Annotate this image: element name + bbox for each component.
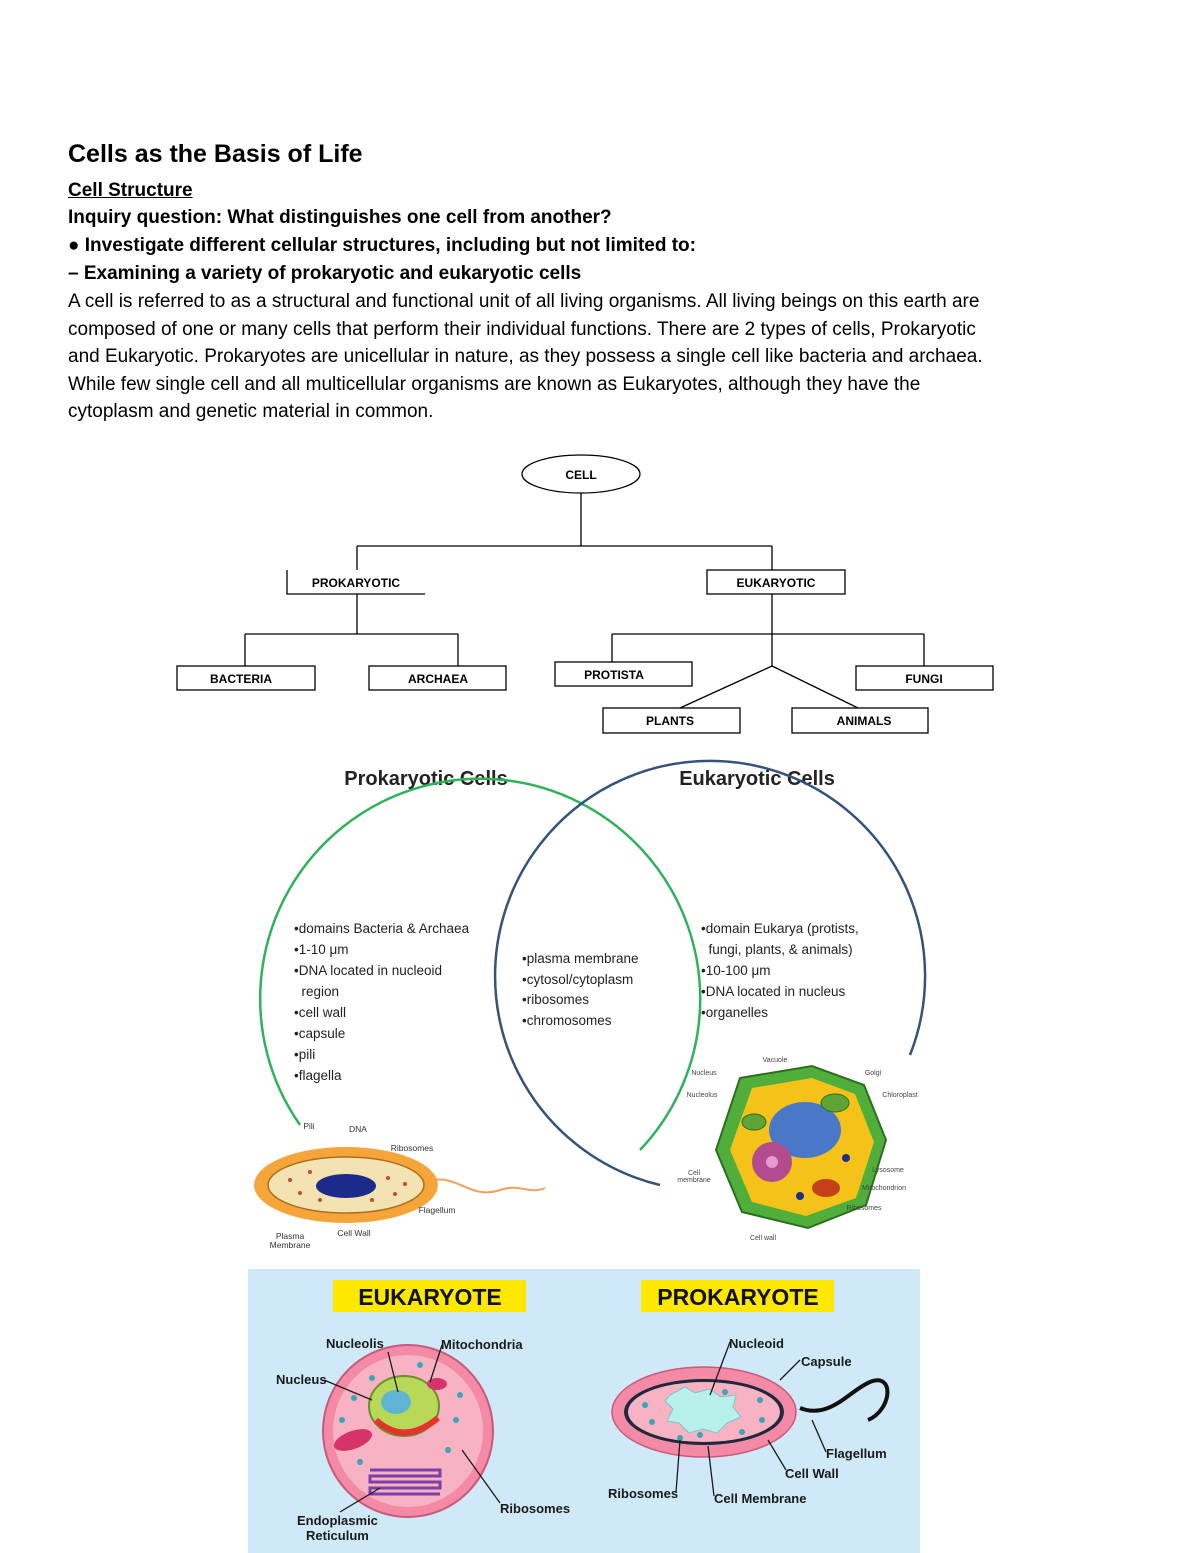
euk-label-nucleolis: Nucleolis [326,1336,384,1351]
euk-label-cell-membrane: membrane [677,1177,711,1184]
prok-label-plasma: Plasma [276,1231,305,1241]
venn-right-item: •DNA located in nucleus [701,984,846,999]
eukaryote-title-box [333,1280,526,1312]
euk-label-ribosomes: Ribosomes [846,1205,882,1212]
euk-label-nucleus: Nucleus [691,1070,717,1077]
tree-label-prokaryotic: PROKARYOTIC [312,576,401,590]
venn-middle-item: •ribosomes [522,992,589,1007]
euk-label-nucleolus: Nucleolus [687,1092,718,1099]
venn-circle-prokaryotic [258,777,702,1151]
tree-label-plants: PLANTS [646,714,694,728]
venn-left-item: •flagella [294,1068,342,1083]
paragraph-line: composed of one or many cells that perfo… [68,318,976,340]
venn-middle-item: •chromosomes [522,1013,612,1028]
venn-middle-item: •cytosol/cytoplasm [522,972,633,987]
body-paragraph: A cell is referred to as a structural an… [68,288,1148,426]
euk-label-golgi: Golgi [865,1070,882,1077]
venn-right-item: •organelles [701,1005,768,1020]
euk-label-mitochondria: Mitochondria [441,1337,523,1352]
euk-label-mitochondrion: Mitochondrion [862,1185,906,1192]
prok-label-cell-wall: Cell Wall [785,1466,839,1481]
euk-label-lysosome: Lysosome [872,1167,904,1174]
venn-left-item: •1-10 μm [294,942,349,957]
tree-label-cell: CELL [565,468,596,482]
tree-box-eukaryotic [706,569,846,595]
paragraph-line: and Eukaryotic. Prokaryotes are unicellu… [68,346,983,367]
bacterium-illustration [254,1147,546,1223]
venn-right-item: fungi, plants, & animals) [701,942,853,957]
venn-left-item: region [294,984,339,999]
prok-label-pili: Pili [303,1121,314,1131]
venn-left-item: •DNA located in nucleoid [294,963,442,978]
venn-right-item: •10-100 μm [701,963,771,978]
paragraph-line: cytoplasm and genetic material in common… [68,401,434,422]
paragraph-line: A cell is referred to as a structural an… [68,291,980,312]
prok-label-capsule: Capsule [801,1354,852,1369]
venn-left-item: •domains Bacteria & Archaea [294,921,470,936]
tree-box-fungi [855,665,994,691]
tree-box-plants [602,707,741,734]
prok-label-flagellum: Flagellum [419,1205,456,1215]
euk-label-er: Reticulum [306,1528,369,1543]
tree-label-archaea: ARCHAEA [408,672,468,686]
tree-label-eukaryotic: EUKARYOTIC [737,576,816,590]
tree-box-protista [554,661,693,687]
prok-label-dna: DNA [349,1124,367,1134]
tree-label-fungi: FUNGI [905,672,942,686]
venn-right-item: •domain Eukarya (protists, [701,921,859,936]
euk-label-vacuole: Vacuole [763,1057,788,1064]
comparison-illustration: EUKARYOTE PROKARYOTE Nucleolis Mitochond… [248,1269,920,1553]
prok-label-cell-membrane: Cell Membrane [714,1491,806,1506]
prok-label-ribosomes: Ribosomes [608,1486,678,1501]
euk-label-cell-wall: Cell wall [750,1235,777,1242]
venn-diagram: Prokaryotic Cells Eukaryotic Cells •doma… [254,759,927,1250]
bullet-line: ● Investigate different cellular structu… [68,235,696,256]
paragraph-line: While few single cell and all multicellu… [68,373,921,395]
prok-label-ribosomes: Ribosomes [391,1143,434,1153]
eukaryote-cell-drawing [322,1344,494,1518]
venn-title-eukaryotic: Eukaryotic Cells [679,768,835,790]
euk-label-nucleus: Nucleus [276,1372,327,1387]
tree-label-animals: ANIMALS [837,714,892,728]
tree-box-archaea [368,665,507,691]
euk-label-chloroplast: Chloroplast [882,1092,917,1099]
tree-box-animals [791,707,929,734]
page-title: Cells as the Basis of Life [68,140,363,168]
prok-label-nucleoid: Nucleoid [729,1336,784,1351]
venn-middle-item: •plasma membrane [522,951,639,966]
document-text: Cells as the Basis of Life Cell Structur… [68,138,1148,426]
venn-left-item: •cell wall [294,1005,346,1020]
tree-label-protista: PROTISTA [584,668,644,682]
euk-label-er: Endoplasmic [297,1513,378,1528]
tree-label-bacteria: BACTERIA [210,672,272,686]
prok-label-flagellum: Flagellum [826,1446,887,1461]
venn-circle-eukaryotic [493,759,927,1187]
euk-label-cell-membrane: Cell [688,1170,701,1177]
venn-title-prokaryotic: Prokaryotic Cells [344,768,507,790]
eukaryote-title: EUKARYOTE [358,1284,502,1310]
inquiry-question: Inquiry question: What distinguishes one… [68,207,612,228]
prokaryote-title: PROKARYOTE [657,1284,818,1310]
prok-label-membrane: Membrane [270,1240,311,1250]
dash-line: – Examining a variety of prokaryotic and… [68,263,582,284]
plant-cell-illustration [714,1064,888,1230]
prokaryote-title-box [641,1280,834,1312]
prokaryote-cell-drawing [611,1366,890,1458]
prok-label-cell-wall: Cell Wall [337,1228,370,1238]
venn-left-item: •pili [294,1047,315,1062]
tree-box-bacteria [176,665,316,691]
venn-left-item: •capsule [294,1026,345,1041]
euk-label-ribosomes: Ribosomes [500,1501,570,1516]
cell-classification-tree: CELL PROKARYOTIC EUKARYOTIC BACTERIA ARC… [176,454,994,734]
section-heading: Cell Structure [68,180,193,201]
